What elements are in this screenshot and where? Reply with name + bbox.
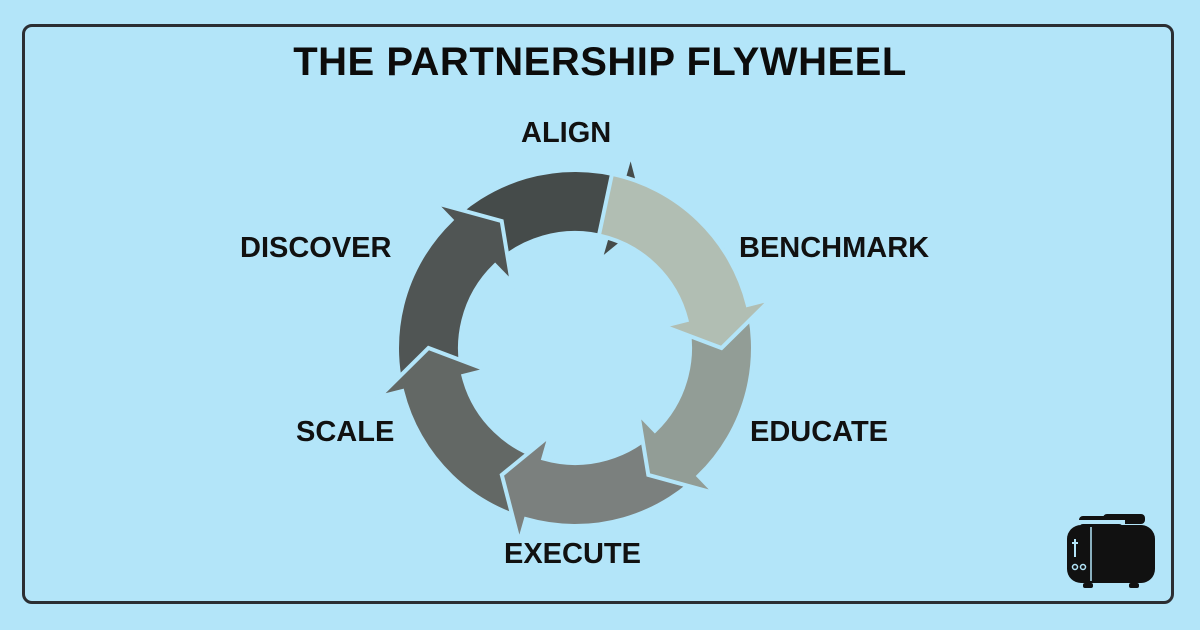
cycle-arrow-align <box>596 171 778 351</box>
stage-label-execute: EXECUTE <box>504 538 641 570</box>
stage-label-align: ALIGN <box>521 117 612 149</box>
toaster-icon <box>1067 514 1155 588</box>
diagram-title: THE PARTNERSHIP FLYWHEEL <box>293 40 907 84</box>
stage-label-benchmark: BENCHMARK <box>739 232 930 264</box>
stage-label-educate: EDUCATE <box>750 416 889 448</box>
stage-label-discover: DISCOVER <box>240 232 392 264</box>
stage-label-scale: SCALE <box>296 416 395 448</box>
